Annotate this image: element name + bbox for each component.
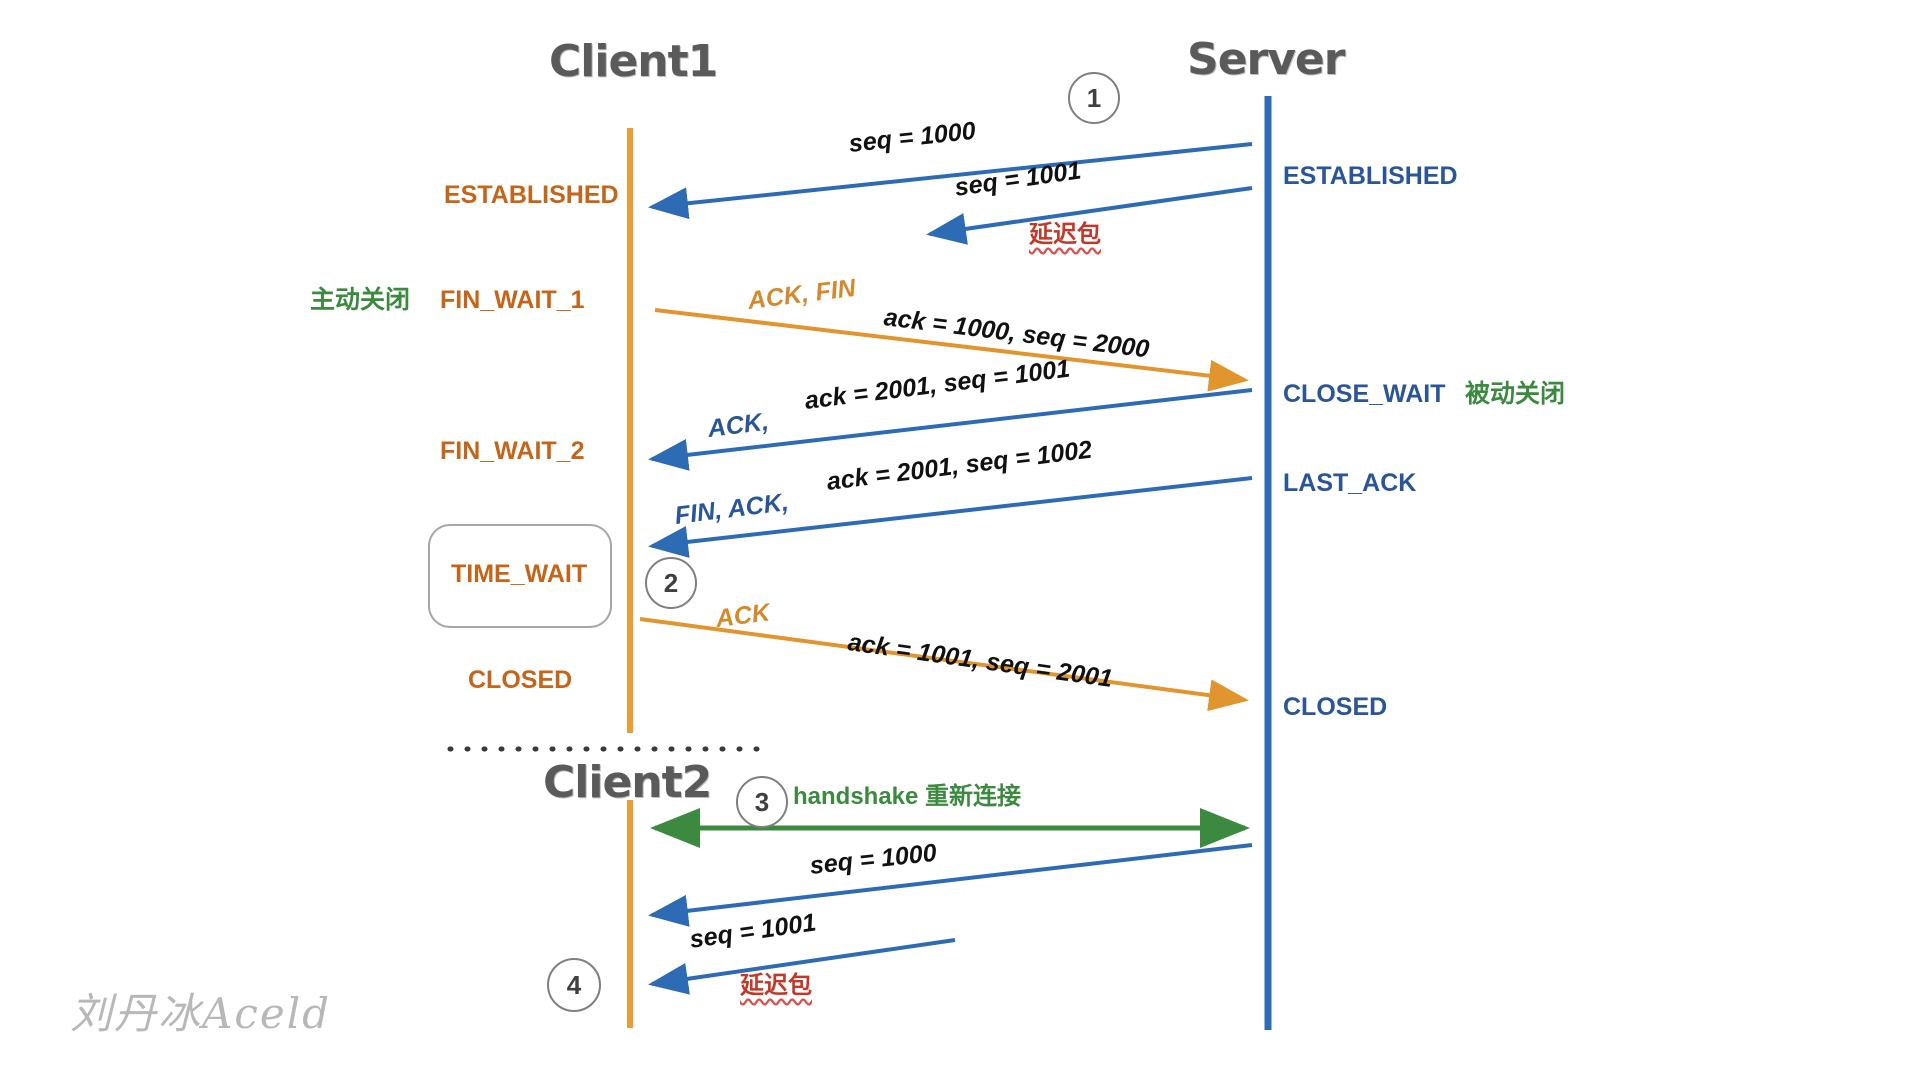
actor-title-client2: Client2 bbox=[543, 757, 712, 808]
annotation-passive-close: 被动关闭 bbox=[1465, 380, 1566, 408]
server-state-last-ack: LAST_ACK bbox=[1283, 469, 1417, 497]
annotation-active-close: 主动关闭 bbox=[310, 286, 411, 314]
arrow-msg-fin-ack-2001-1002 bbox=[648, 476, 1253, 558]
actor-title-client1: Client1 bbox=[549, 36, 718, 87]
step-marker-3: 3 bbox=[736, 776, 788, 828]
step-marker-1: 1 bbox=[1068, 72, 1120, 124]
annotation-handshake: handshake 重新连接 bbox=[793, 783, 1022, 810]
label-delayed-packet-2: 延迟包 bbox=[740, 972, 812, 999]
watermark: 刘丹冰Aceld bbox=[70, 989, 332, 1038]
label-flags-ack-1001-2001: ACK bbox=[714, 598, 772, 633]
actor-title-server: Server bbox=[1187, 34, 1345, 85]
label-delayed-packet-1: 延迟包 bbox=[1029, 221, 1101, 248]
client-state-closed: CLOSED bbox=[468, 666, 573, 694]
step-marker-2: 2 bbox=[645, 557, 697, 609]
arrow-msg-ack-fin bbox=[654, 308, 1249, 392]
step-marker-4: 4 bbox=[547, 958, 601, 1012]
arrow-msg-seq-1001-b bbox=[648, 938, 956, 995]
server-state-established: ESTABLISHED bbox=[1283, 162, 1458, 190]
client-state-fin-wait-1: FIN_WAIT_1 bbox=[440, 286, 585, 314]
arrow-msg-seq-1000-a bbox=[648, 142, 1253, 220]
server-state-close-wait: CLOSE_WAIT bbox=[1283, 380, 1446, 408]
time-wait-box bbox=[428, 524, 612, 628]
arrow-msg-seq-1000-b bbox=[648, 843, 1253, 927]
client-state-fin-wait-2: FIN_WAIT_2 bbox=[440, 437, 585, 465]
server-state-closed: CLOSED bbox=[1283, 693, 1388, 721]
arrow-msg-ack-2001-1001 bbox=[648, 388, 1253, 471]
client-state-time-wait: TIME_WAIT bbox=[451, 560, 588, 588]
client-state-established: ESTABLISHED bbox=[444, 181, 619, 209]
arrow-msg-ack-1001-2001 bbox=[639, 617, 1249, 712]
arrow-msg-seq-1001-a bbox=[926, 186, 1253, 245]
